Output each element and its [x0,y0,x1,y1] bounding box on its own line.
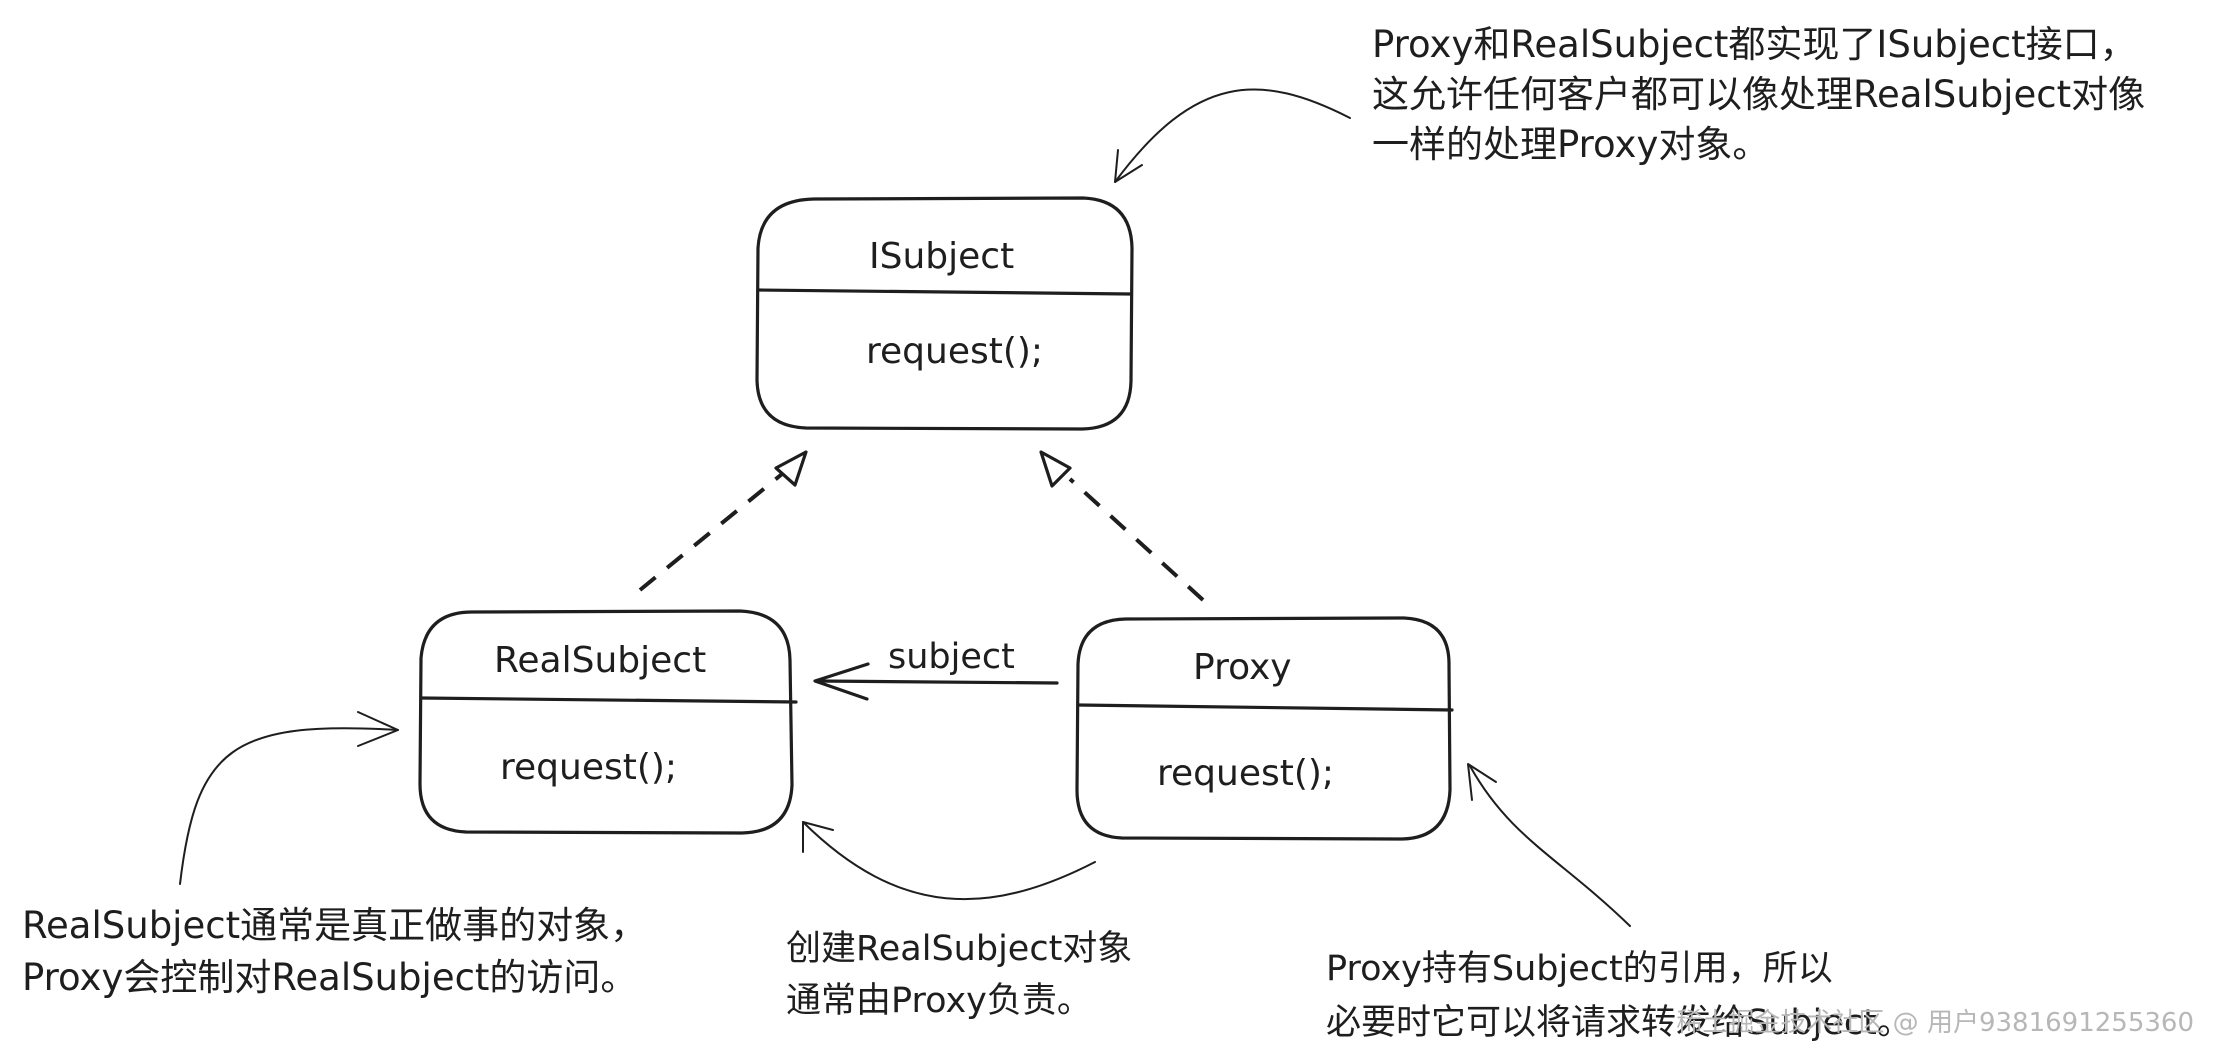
note-left-arrow [179,711,399,885]
realsubject-title: RealSubject [494,640,706,681]
association-label: subject [888,637,1015,677]
note-right-curve [1469,765,1631,927]
note-top-arrowhead [1114,149,1143,183]
note-middle-arrow [802,821,1096,901]
realization-arrow-realsubject [638,450,808,592]
isubject-divider [756,288,1132,296]
realsubject-box-outline [418,609,794,835]
note-top-line-2: 这允许任何客户都可以像处理RealSubject对像 [1372,73,2145,116]
note-right-line-2: 必要时它可以将请求转发给Subject。 [1326,1003,1912,1043]
realization-line-realsubject [638,472,784,592]
note-top-arrow [1114,88,1351,183]
note-left-curve [179,727,399,885]
note-right-line-1: Proxy持有Subject的引用，所以 [1326,949,1833,989]
note-middle: 创建RealSubject对象 通常由Proxy负责。 [786,929,1132,1021]
note-right: Proxy持有Subject的引用，所以 必要时它可以将请求转发给Subject… [1326,949,1912,1043]
note-top: Proxy和RealSubject都实现了ISubject接口， 这允许任何客户… [1372,23,2145,166]
note-middle-line-2: 通常由Proxy负责。 [786,981,1092,1021]
note-left-line-1: RealSubject通常是真正做事的对象， [22,904,647,947]
note-top-line-1: Proxy和RealSubject都实现了ISubject接口， [1372,23,2137,66]
note-left: RealSubject通常是真正做事的对象， Proxy会控制对RealSubj… [22,904,647,999]
association-arrowhead [813,662,870,701]
note-right-arrow [1467,763,1631,927]
note-left-line-2: Proxy会控制对RealSubject的访问。 [22,956,637,999]
realsubject-method: request(); [500,747,677,788]
watermark-text: 稀土掘金技术社区 @ 用户9381691255360 [1676,1008,2194,1038]
association-arrow: subject [813,637,1059,701]
isubject-box-outline [755,196,1134,431]
realsubject-box: RealSubject request(); [418,609,798,835]
note-top-curve [1114,88,1351,183]
realization-head-proxy [1039,450,1072,488]
note-right-arrowhead [1467,763,1497,801]
note-middle-arrowhead [802,821,834,853]
proxy-box-outline [1075,616,1452,841]
note-top-line-3: 一样的处理Proxy对象。 [1372,123,1769,166]
proxy-divider [1076,703,1454,712]
realization-head-realsubject [774,450,808,487]
association-line [816,679,1059,685]
isubject-box: ISubject request(); [755,196,1134,431]
isubject-method: request(); [866,331,1043,372]
realsubject-divider [419,696,798,704]
realization-line-proxy [1068,477,1205,602]
proxy-box: Proxy request(); [1075,616,1454,841]
note-left-arrowhead [357,711,399,747]
proxy-title: Proxy [1193,647,1292,688]
proxy-method: request(); [1157,753,1334,794]
note-middle-line-1: 创建RealSubject对象 [786,929,1132,969]
realization-arrow-proxy [1039,450,1205,602]
note-middle-curve [802,821,1096,901]
isubject-title: ISubject [869,236,1014,277]
